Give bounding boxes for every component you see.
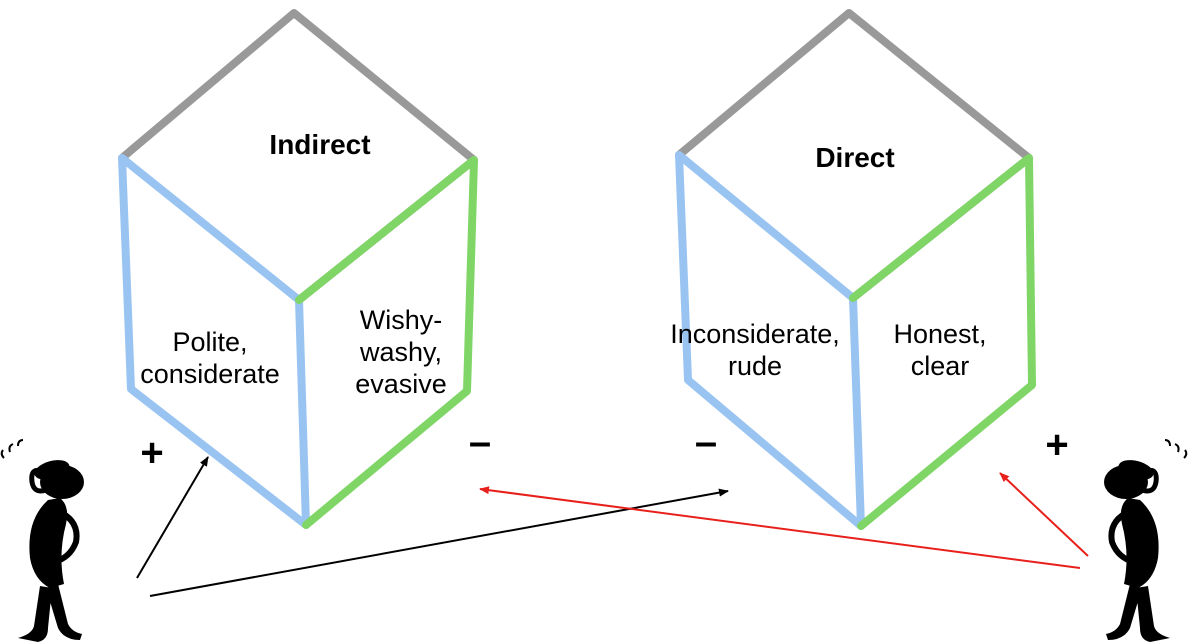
arrow-to-honest (999, 472, 1089, 557)
direct-right-sign: + (1045, 423, 1069, 467)
indirect-right-sign: – (468, 420, 492, 464)
direct-left-face-label: Inconsiderate, rude (670, 319, 840, 381)
indirect-left-sign: + (140, 431, 164, 475)
thinking-person-icon (1104, 439, 1188, 642)
arrow-to-wishy-washy (479, 486, 1081, 569)
thinking-person-icon (0, 439, 84, 642)
indirect-cube-right-face-edges (295, 156, 478, 529)
direct-cube-right-face-edges (849, 154, 1036, 530)
direct-right-face-label: Honest, clear (893, 319, 987, 381)
arrow-to-inconsiderate (149, 488, 729, 597)
direct-left-sign: – (694, 420, 718, 464)
direct-cube-title: Direct (815, 142, 895, 173)
indirect-cube-title: Indirect (269, 129, 371, 160)
indirect-cube (118, 9, 478, 529)
arrow-to-polite (136, 456, 209, 579)
direct-cube (675, 9, 1036, 530)
indirect-right-face-label: Wishy- washy, evasive (355, 305, 447, 399)
indirect-left-face-label: Polite, considerate (140, 327, 280, 389)
